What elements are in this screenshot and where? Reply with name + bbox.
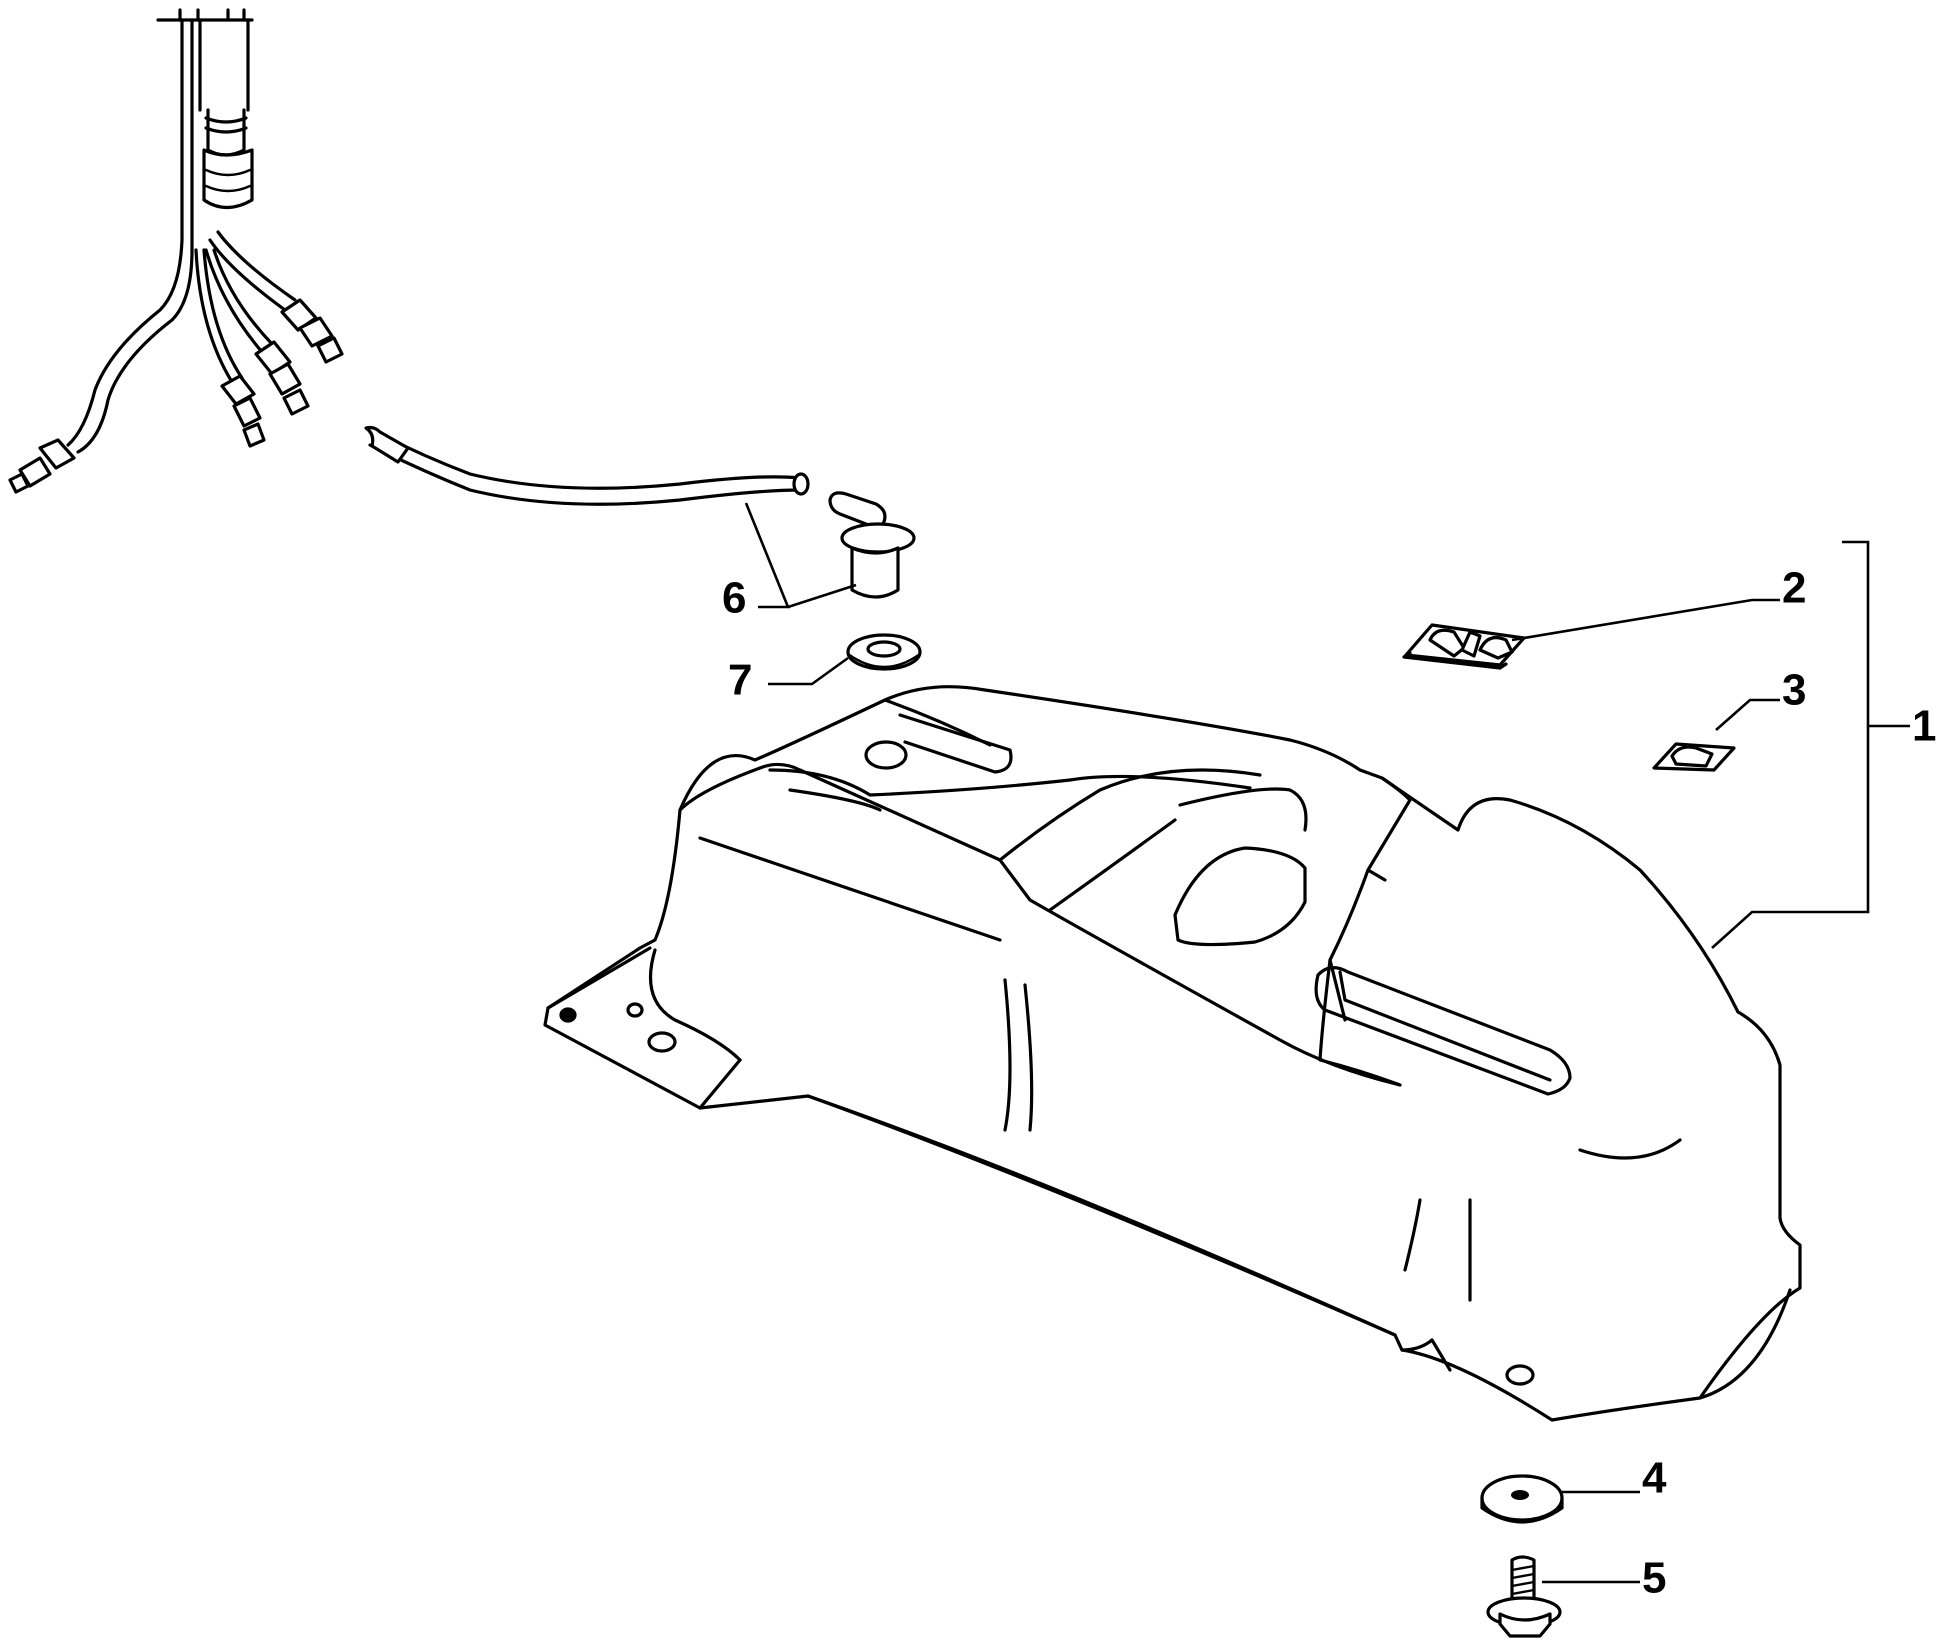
callout-7: 7 xyxy=(728,656,752,705)
leader-lines xyxy=(744,502,1910,1584)
callout-labels: 1 2 3 4 5 6 7 xyxy=(722,564,1936,1603)
filler-gasket xyxy=(846,633,922,671)
callout-3: 3 xyxy=(1782,666,1806,715)
callout-1: 1 xyxy=(1912,702,1936,751)
mounting-bolt xyxy=(1486,1555,1562,1638)
callout-5: 5 xyxy=(1642,1554,1666,1603)
rubber-pad xyxy=(1480,1474,1564,1524)
mounting-clip-large xyxy=(1402,623,1526,670)
fuel-pump-harness xyxy=(8,8,344,494)
callout-2: 2 xyxy=(1782,564,1806,613)
callout-4: 4 xyxy=(1642,1454,1667,1503)
callout-6: 6 xyxy=(722,574,746,623)
breather-hose xyxy=(364,425,810,506)
filler-neck-fitting xyxy=(828,491,916,599)
mounting-clip-small xyxy=(1652,742,1736,772)
fuel-tank xyxy=(543,685,1802,1422)
